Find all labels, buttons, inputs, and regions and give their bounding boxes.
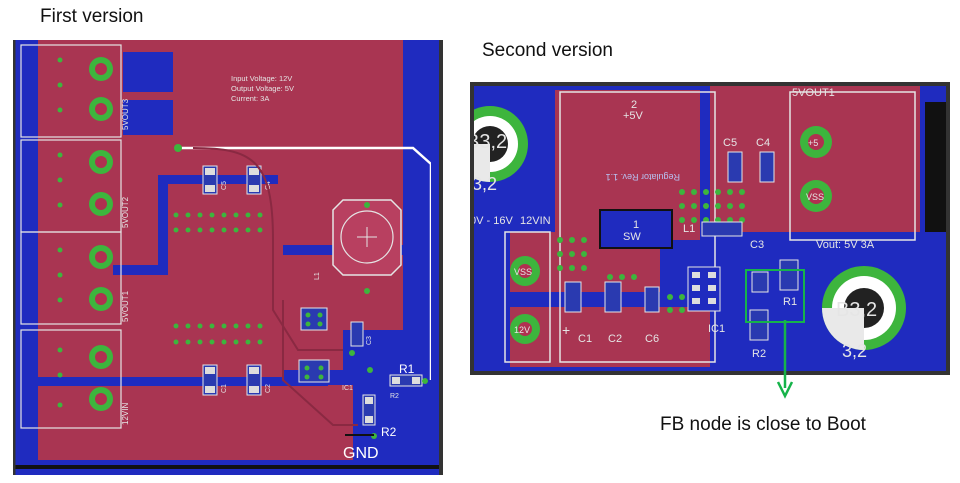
board2-mounting-hole-bottom <box>822 266 906 350</box>
board2-fb-highlight-box <box>745 269 805 323</box>
caption-first-version: First version <box>40 6 144 27</box>
first-version-board: 5VOUT3 5VOUT2 5VOUT1 12VIN Input Voltage… <box>13 40 443 475</box>
board2-label-r2: R2 <box>752 348 766 360</box>
board1-annot-r2: R2 <box>381 425 397 439</box>
svg-text:R2: R2 <box>390 393 399 400</box>
board2-terminal-12vin <box>510 256 540 344</box>
board1-annot-r1: R1 <box>399 362 415 376</box>
board1-label-ic1: IC1 <box>342 385 353 392</box>
second-version-board: 2 +5V Regulator Rev. 1.1 B3,2 3,2 1 SW L… <box>470 82 950 375</box>
board2-terminal-5vout1 <box>800 102 950 232</box>
svg-text:+: + <box>562 322 570 338</box>
board2-label-c4: C4 <box>756 137 770 149</box>
board1-inductor-l1 <box>332 199 402 294</box>
board1-via-array <box>173 212 263 345</box>
board2-label-vss-left: VSS <box>514 267 532 277</box>
board2-label-vin-range: 0V - 16V <box>470 215 513 227</box>
board2-mounting-hole-top <box>470 106 528 182</box>
board1-label-c1: C1 <box>221 384 228 393</box>
board2-label-vout-rating: Vout: 5V 3A <box>816 239 875 251</box>
board1-info-input: Input Voltage: 12V <box>231 74 292 83</box>
board2-label-sw: SW <box>623 231 641 243</box>
caption-second-version: Second version <box>482 40 613 61</box>
board1-r1 <box>389 374 423 387</box>
board2-label-c1: C1 <box>578 333 592 345</box>
board2-label-5vout1: 5VOUT1 <box>792 87 835 99</box>
board1-label-c4: C4 <box>265 181 272 190</box>
board2-label-vss-pad: VSS <box>806 192 824 202</box>
board2-via-array <box>557 189 745 313</box>
board2-label-2: 2 <box>631 99 637 111</box>
board1-copper-pour-bottom <box>38 385 353 460</box>
board1-terminal-pads <box>89 57 113 411</box>
board2-label-12vin: 12VIN <box>520 215 551 227</box>
board2-label-12v-pad: 12V <box>514 325 530 335</box>
board1-annot-gnd: GND <box>343 445 379 462</box>
board1-ic1 <box>298 307 330 383</box>
board2-label-plus5v: +5V <box>623 110 644 122</box>
board1-label-5vout1: 5VOUT1 <box>121 290 130 322</box>
board2-label-b32-top: B3,2 <box>470 131 507 153</box>
board2-label-b32-bottom: B3,2 <box>836 299 877 321</box>
board1-label-l1: L1 <box>314 272 321 280</box>
board2-label-sw-num: 1 <box>633 219 639 231</box>
board2-mirrored-text: Regulator Rev. 1.1 <box>606 172 680 182</box>
board2-label-c5: C5 <box>723 137 737 149</box>
board2-label-l1: L1 <box>683 223 695 235</box>
board1-label-c2: C2 <box>265 384 272 393</box>
board2-label-plus5-pad: +5 <box>808 138 818 148</box>
board2-sw <box>599 209 673 249</box>
board1-c3 <box>350 321 364 347</box>
board1-info-current: Current: 3A <box>231 94 269 103</box>
board1-info-output: Output Voltage: 5V <box>231 84 294 93</box>
board2-label-r1: R1 <box>783 296 797 308</box>
board2-label-32-bottom: 3,2 <box>842 341 867 361</box>
board1-label-12vin: 12VIN <box>121 403 130 425</box>
board2-label-c6: C6 <box>645 333 659 345</box>
board2-label-c2: C2 <box>608 333 622 345</box>
board1-label-c3: C3 <box>366 336 373 345</box>
board1-label-5vout2: 5VOUT2 <box>121 196 130 228</box>
caption-fb-note: FB node is close to Boot <box>660 414 866 435</box>
board2-label-c3: C3 <box>750 239 764 251</box>
board1-label-5vout3: 5VOUT3 <box>121 98 130 130</box>
board2-label-ic1: IC1 <box>708 323 725 335</box>
fb-node-arrow <box>776 320 794 399</box>
board2-ic1 <box>687 266 721 312</box>
board2-label-32-top: 3,2 <box>472 174 497 194</box>
board1-label-c5: C5 <box>221 181 228 190</box>
